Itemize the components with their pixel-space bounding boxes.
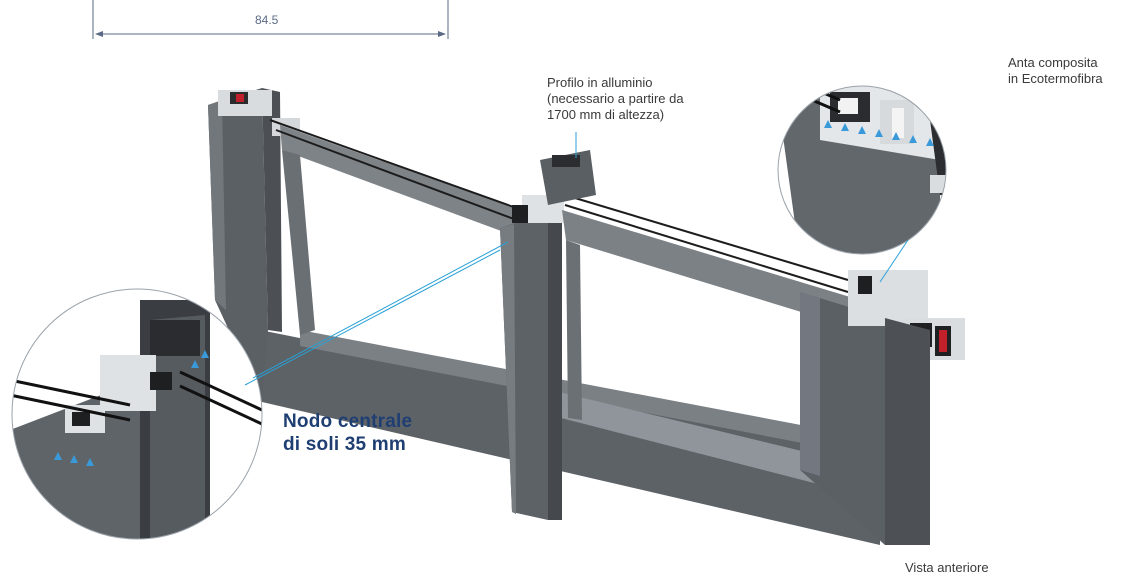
- window-frame: [208, 88, 965, 545]
- left-callout-detail: [11, 288, 263, 540]
- central-node-headline: Nodo centrale di soli 35 mm: [283, 411, 413, 455]
- bottom-sill: [260, 330, 880, 545]
- dimension-line: [92, 0, 449, 39]
- callout-lines: [244, 132, 909, 386]
- front-view-label: Vista anteriore: [905, 560, 989, 575]
- aluminium-profile-label: Profilo in alluminio (necessario a parti…: [547, 75, 684, 122]
- right-callout-detail: [777, 85, 947, 255]
- glass-panes: [269, 119, 849, 293]
- composite-sash-label: Anta composita in Ecotermofibra: [1008, 55, 1103, 86]
- right-post: [800, 292, 885, 545]
- dimension-value: 84.5: [255, 13, 279, 27]
- bottom-sill-top: [300, 330, 880, 458]
